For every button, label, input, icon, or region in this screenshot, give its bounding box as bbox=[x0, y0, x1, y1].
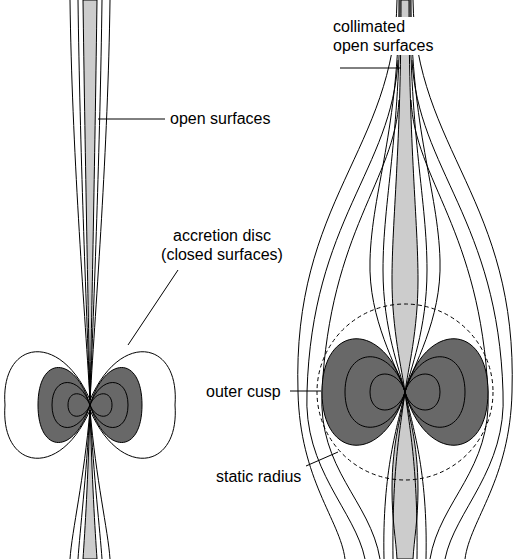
left-half bbox=[5, 0, 90, 559]
callout-label: accretion disc (closed surfaces) bbox=[146, 226, 298, 264]
callout-label: outer cusp bbox=[204, 382, 283, 401]
static-radius-circle bbox=[317, 304, 493, 480]
callout-label: open surfaces bbox=[168, 109, 273, 128]
leader-line bbox=[128, 270, 178, 345]
callout-label: collimated open surfaces bbox=[331, 17, 447, 55]
leader-line bbox=[290, 391, 321, 392]
left-half-mirror bbox=[90, 0, 175, 559]
leader-line bbox=[306, 452, 338, 466]
jet-band bbox=[83, 0, 97, 402]
right-half bbox=[298, 0, 405, 559]
leader-line bbox=[340, 68, 401, 69]
jet-band bbox=[392, 0, 418, 392]
jet-band bbox=[392, 392, 418, 559]
callout-label: static radius bbox=[214, 467, 303, 486]
leader-line bbox=[98, 119, 165, 120]
right-half-mirror bbox=[405, 0, 512, 559]
